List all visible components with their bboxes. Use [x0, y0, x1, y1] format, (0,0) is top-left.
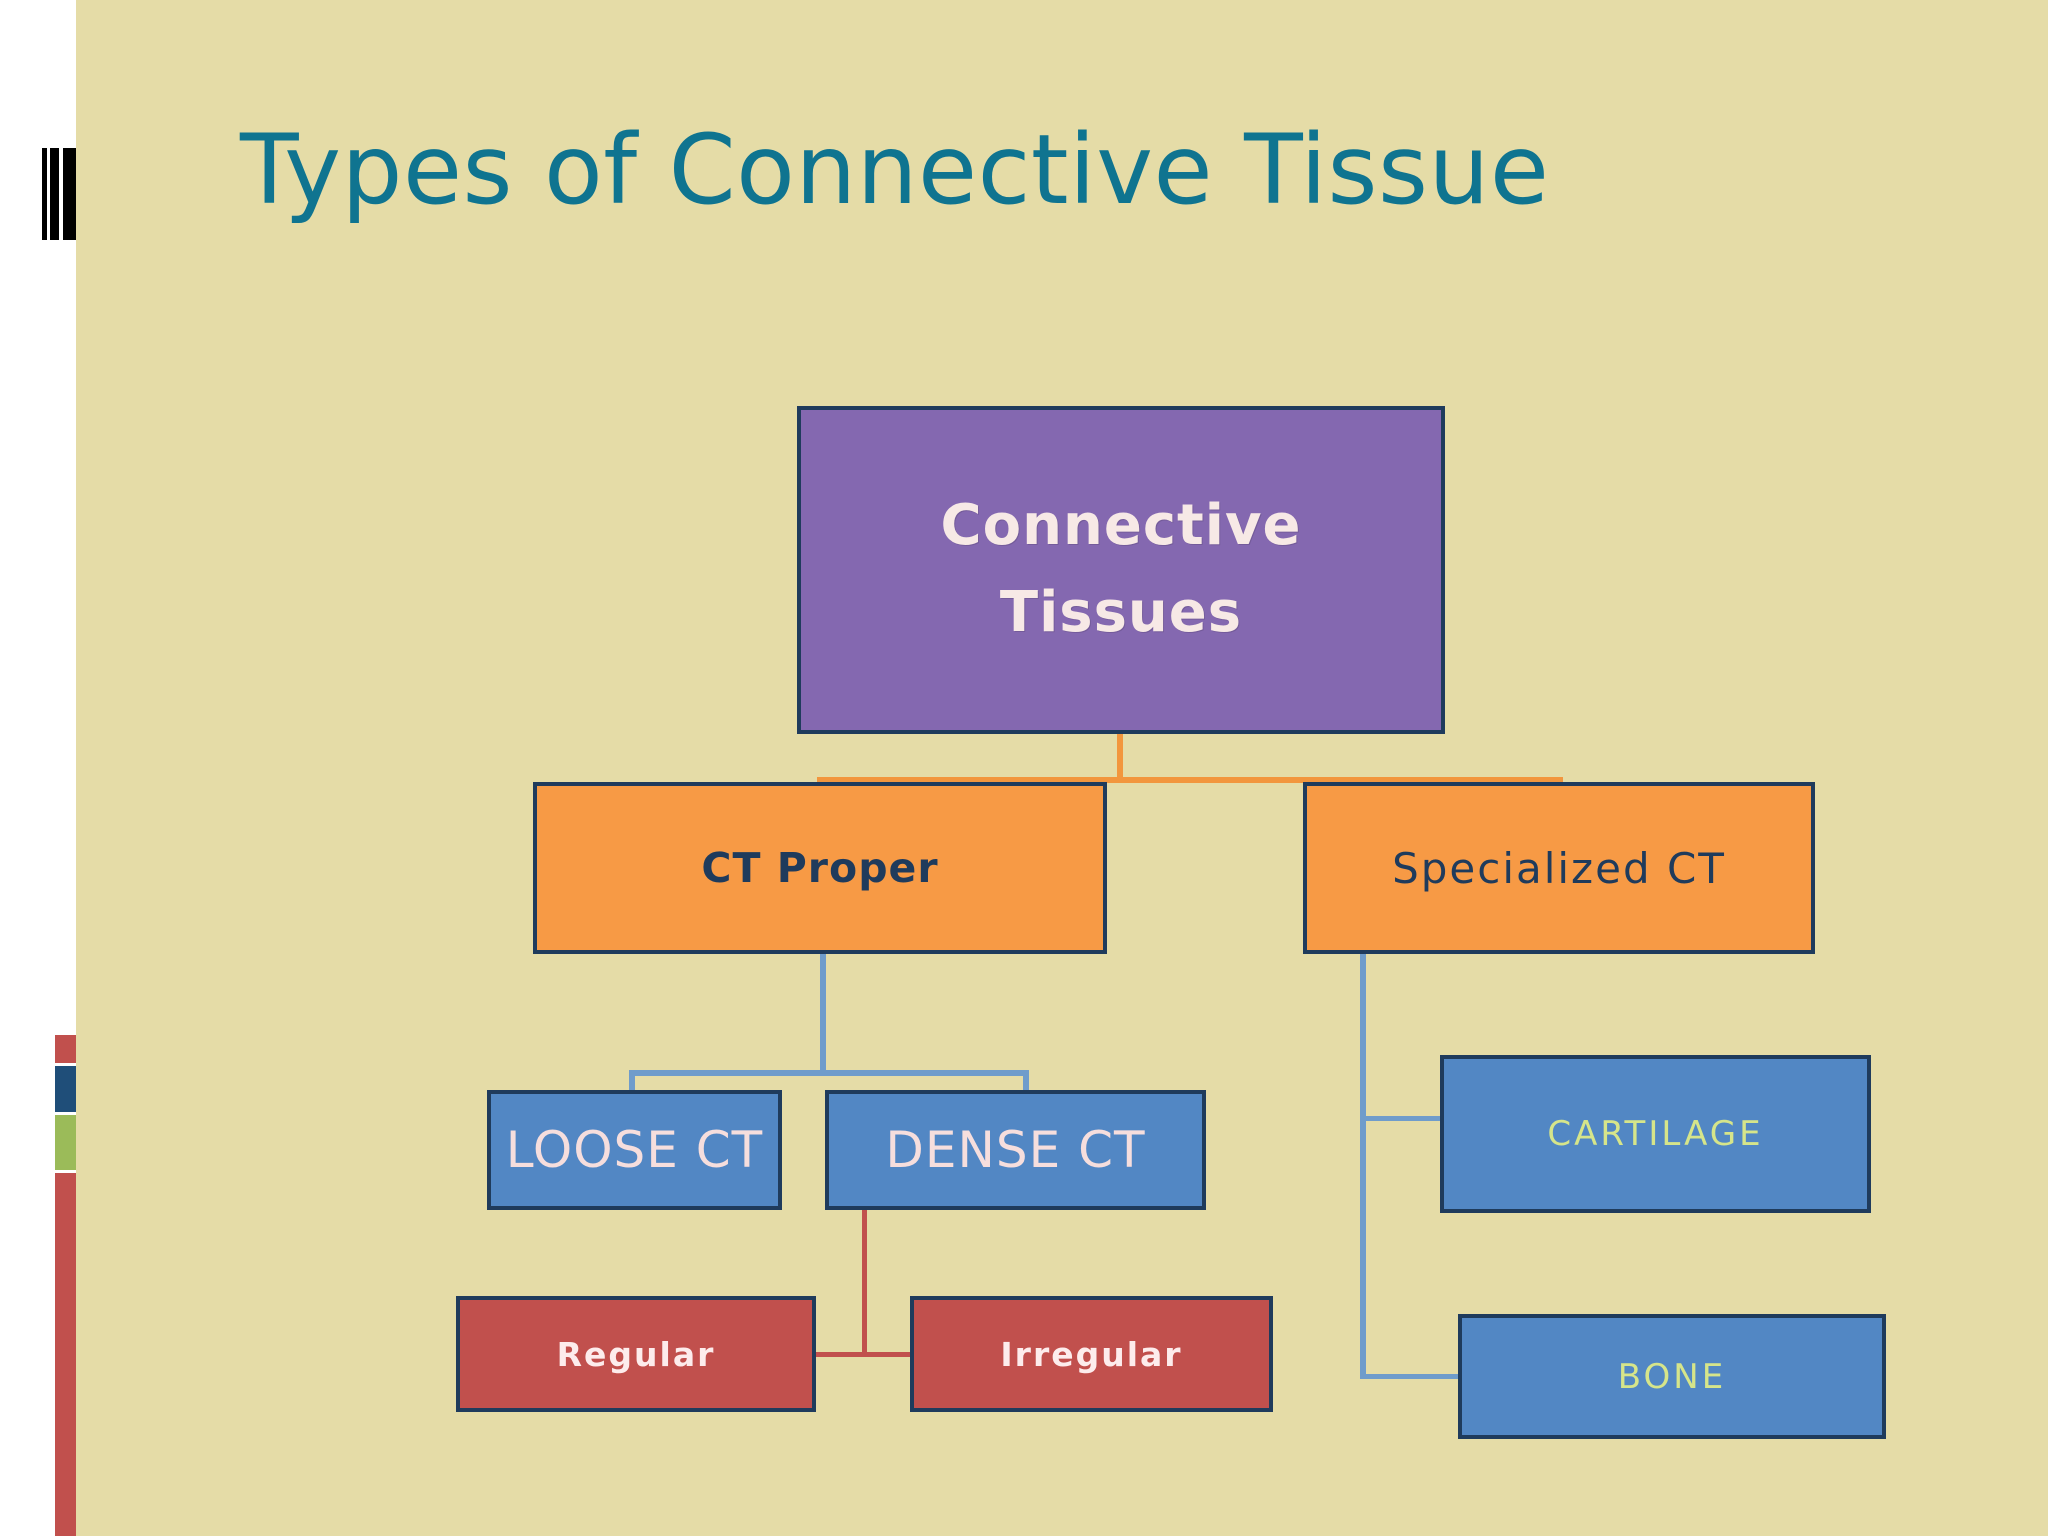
- connector-root-bus: [817, 777, 1563, 783]
- node-bone[interactable]: BONE: [1458, 1314, 1886, 1439]
- connector-ctproper-bus: [629, 1070, 1029, 1076]
- decorative-color-blocks: [55, 1035, 76, 1536]
- node-dense-ct[interactable]: DENSE CT: [825, 1090, 1206, 1210]
- node-connective-tissues[interactable]: Connective Tissues: [797, 406, 1445, 734]
- node-specialized-ct[interactable]: Specialized CT: [1303, 782, 1815, 954]
- node-dense-ct-label: DENSE CT: [885, 1121, 1146, 1179]
- connector-to-bone: [1360, 1374, 1470, 1379]
- node-root-line1: Connective: [940, 493, 1302, 559]
- decorative-bars: [42, 148, 76, 240]
- node-loose-ct[interactable]: LOOSE CT: [487, 1090, 782, 1210]
- node-cartilage-label: CARTILAGE: [1547, 1114, 1764, 1154]
- connector-root-stem: [1117, 730, 1123, 782]
- slide-background: [76, 0, 2048, 1536]
- decor-block-green: [55, 1115, 76, 1170]
- node-regular[interactable]: Regular: [456, 1296, 816, 1412]
- node-irregular[interactable]: Irregular: [910, 1296, 1273, 1412]
- node-loose-ct-label: LOOSE CT: [505, 1121, 764, 1179]
- node-ct-proper-label: CT Proper: [701, 844, 939, 892]
- node-root-line2: Tissues: [999, 580, 1243, 645]
- node-regular-label: Regular: [556, 1334, 716, 1374]
- decor-block-red-small: [55, 1035, 76, 1063]
- connector-to-cartilage: [1360, 1116, 1450, 1121]
- decor-block-blue: [55, 1066, 76, 1112]
- node-ct-proper[interactable]: CT Proper: [533, 782, 1107, 954]
- node-cartilage[interactable]: CARTILAGE: [1440, 1055, 1871, 1213]
- node-bone-label: BONE: [1617, 1356, 1727, 1397]
- node-specialized-ct-label: Specialized CT: [1392, 843, 1726, 893]
- connector-dense-stem: [862, 1208, 867, 1354]
- page-title: Types of Connective Tissue: [240, 114, 1550, 226]
- connector-ctproper-stem: [820, 949, 826, 1075]
- connector-dense-bus: [814, 1352, 914, 1357]
- connector-specialized-stem: [1360, 949, 1366, 1379]
- decor-block-red-long: [55, 1173, 76, 1536]
- node-irregular-label: Irregular: [1000, 1334, 1183, 1374]
